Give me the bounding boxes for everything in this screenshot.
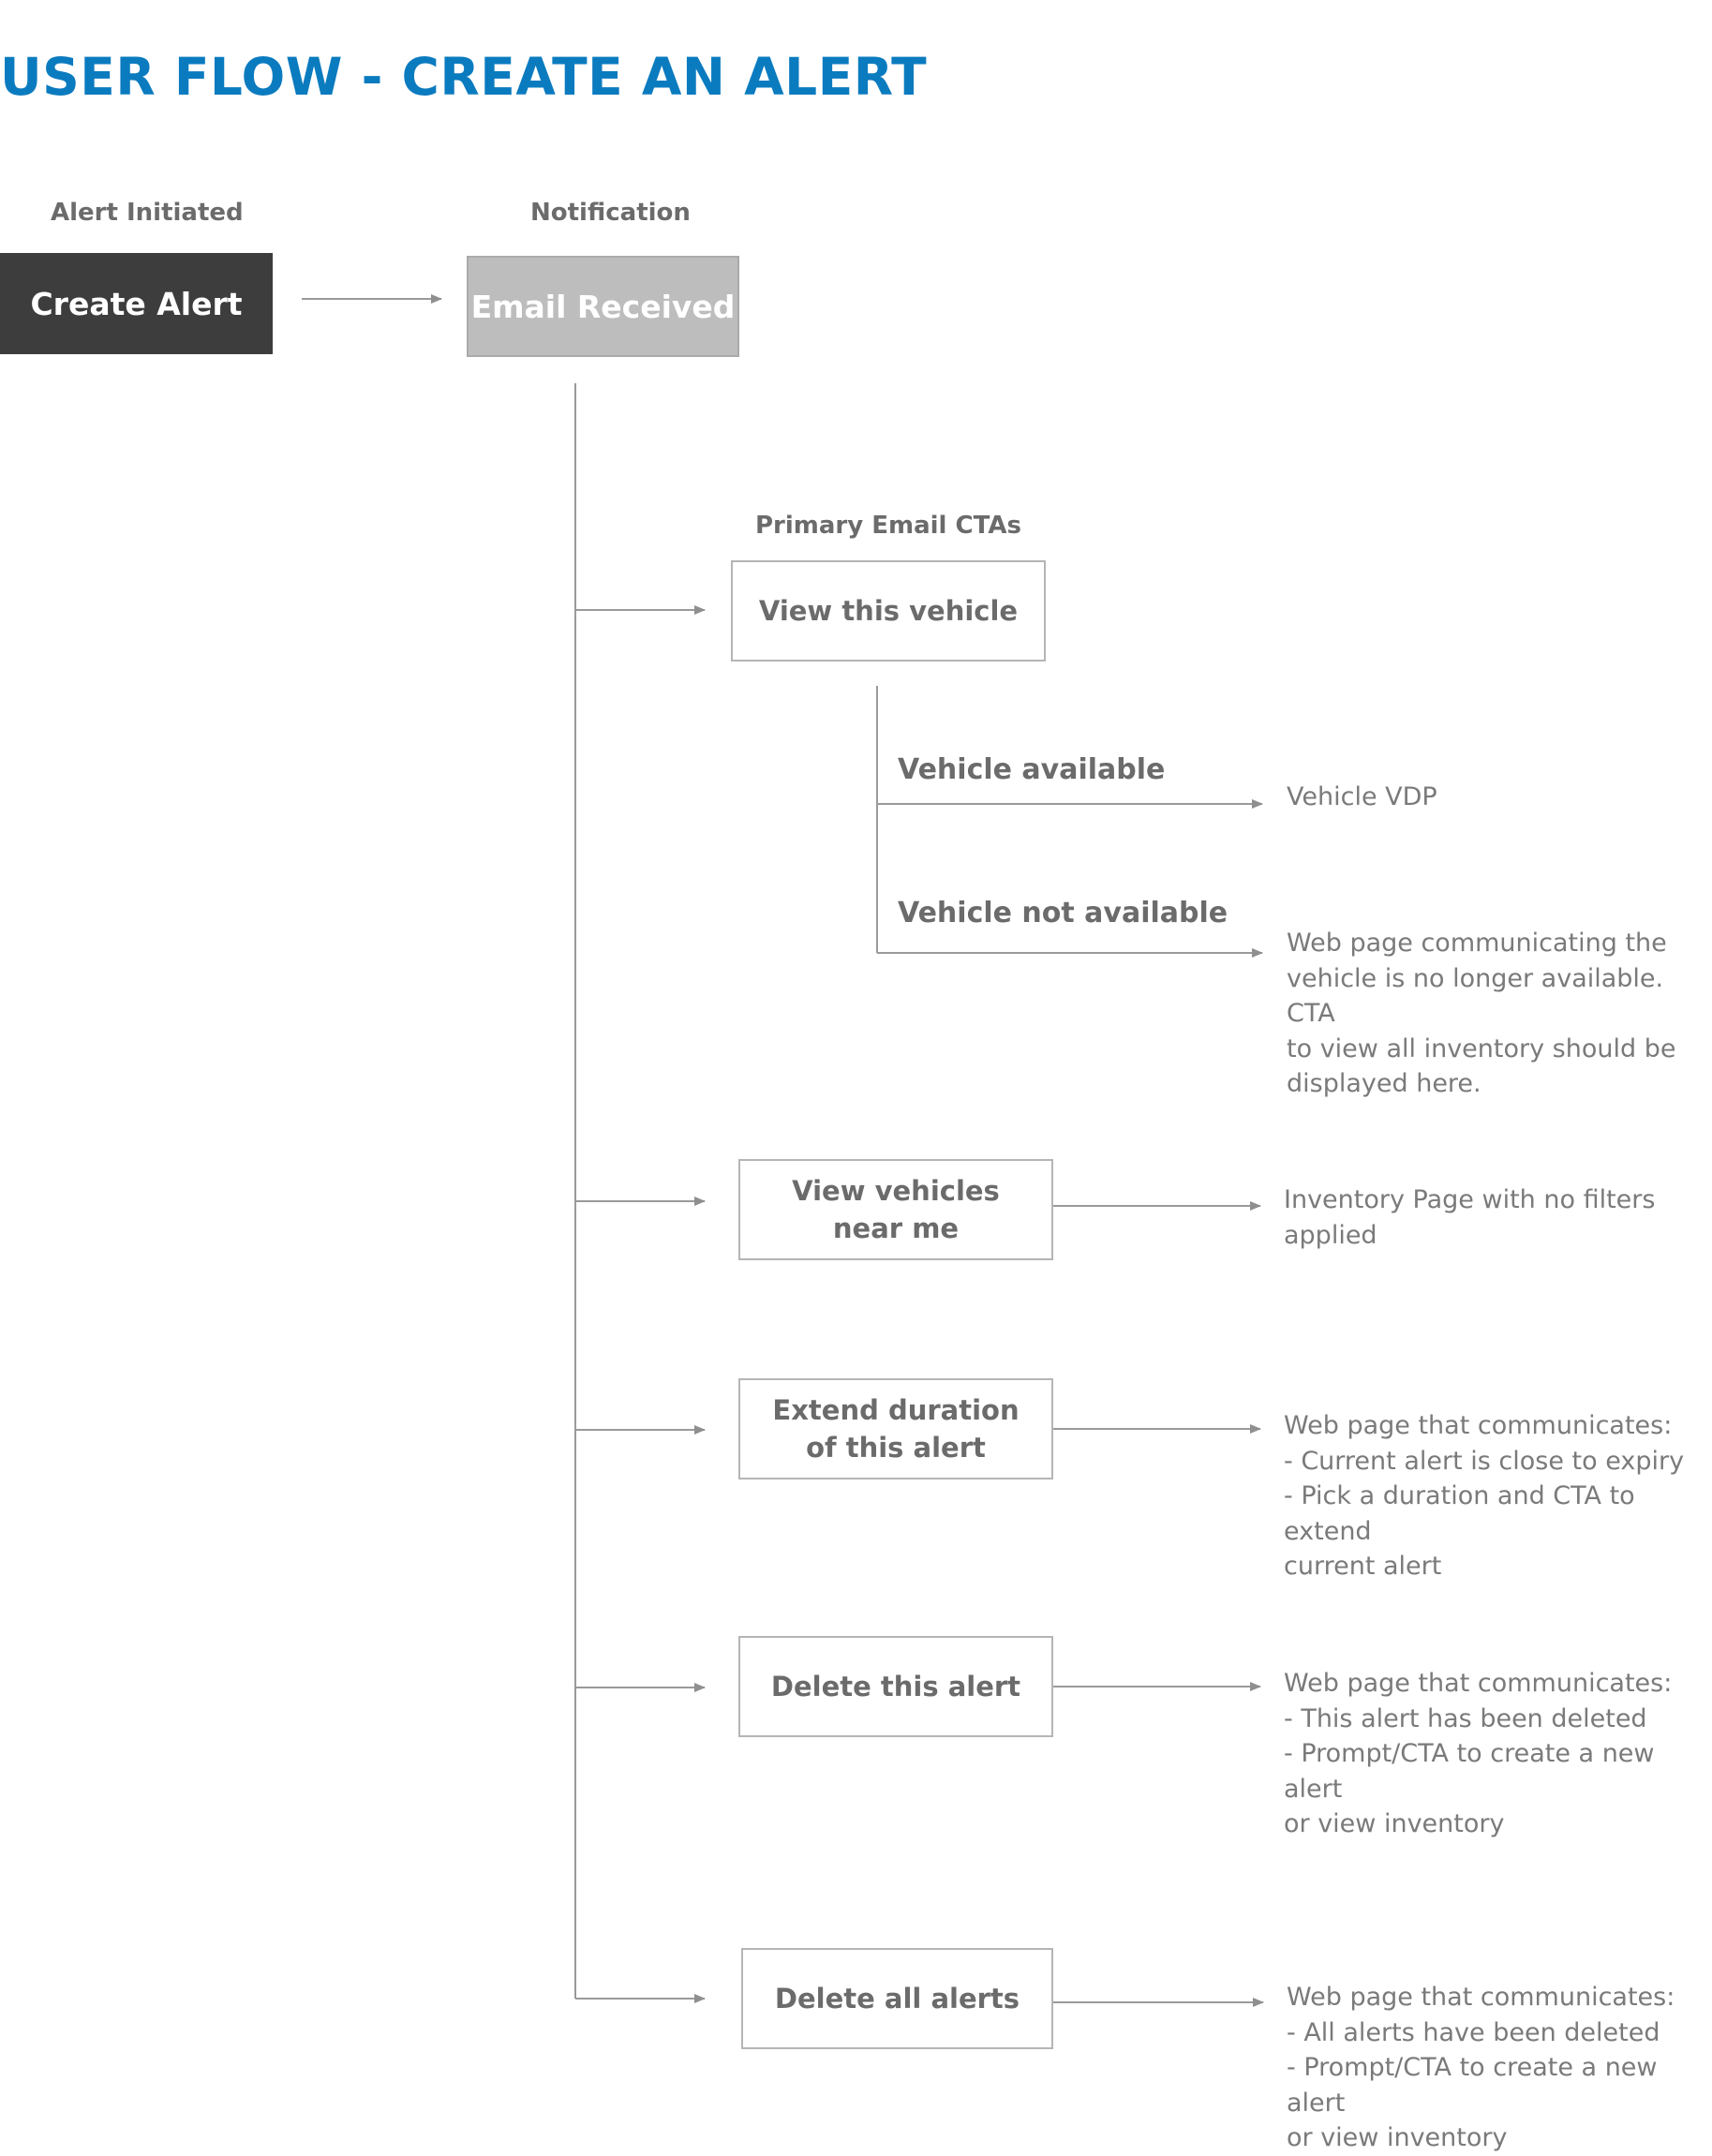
branch-vehicle-not-available: Vehicle not available bbox=[898, 897, 1228, 929]
result-extend-duration: Web page that communicates: - Current al… bbox=[1284, 1411, 1685, 1581]
result-inventory-page: Inventory Page with no filters applied bbox=[1284, 1185, 1656, 1250]
result-vehicle-not-available: Web page communicating the vehicle is no… bbox=[1287, 929, 1676, 1098]
stage-label-alert-initiated: Alert Initiated bbox=[51, 199, 244, 227]
cta-view-this-vehicle: View this vehicle bbox=[731, 560, 1046, 662]
cta-extend-duration: Extend duration of this alert bbox=[738, 1378, 1053, 1479]
result-delete-all-alerts: Web page that communicates: - All alerts… bbox=[1287, 1983, 1675, 2152]
primary-email-ctas-label: Primary Email CTAs bbox=[755, 512, 1021, 540]
result-vehicle-vdp: Vehicle VDP bbox=[1287, 782, 1437, 811]
page-title: USER FLOW - CREATE AN ALERT bbox=[0, 47, 928, 107]
cta-delete-this-alert: Delete this alert bbox=[738, 1636, 1053, 1737]
stage-label-notification: Notification bbox=[530, 199, 691, 227]
cta-delete-all-alerts: Delete all alerts bbox=[741, 1948, 1053, 2049]
result-delete-this-alert: Web page that communicates: - This alert… bbox=[1284, 1669, 1673, 1838]
email-received-box: Email Received bbox=[467, 256, 739, 357]
cta-view-vehicles-near-me: View vehicles near me bbox=[738, 1159, 1053, 1260]
create-alert-box: Create Alert bbox=[0, 253, 273, 354]
branch-vehicle-available: Vehicle available bbox=[898, 753, 1166, 786]
